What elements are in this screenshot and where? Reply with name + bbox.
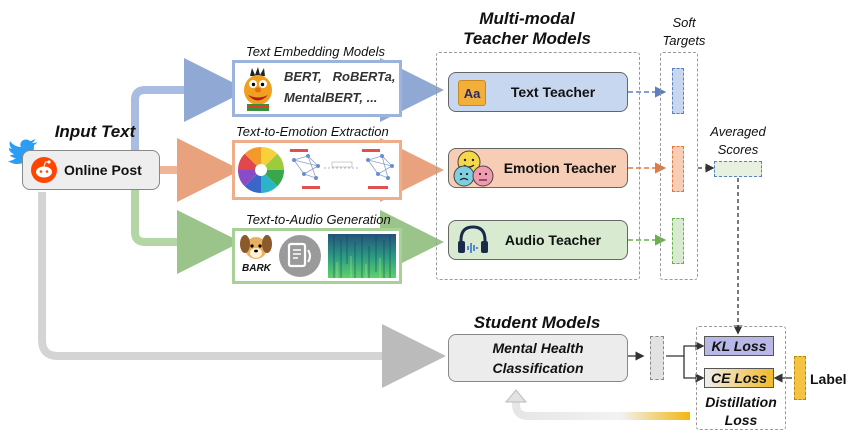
input-text-title: Input Text bbox=[54, 122, 136, 141]
loss-group-box bbox=[696, 326, 786, 430]
headphones-icon bbox=[458, 225, 488, 253]
emotion-teacher-box: Emotion Teacher bbox=[448, 148, 628, 188]
teacher-header-line1: Multi-modal bbox=[479, 9, 575, 28]
text-embedding-models-line1: BERT, RoBERTa, bbox=[284, 69, 396, 84]
text-embedding-title: Text Embedding Models bbox=[246, 44, 385, 59]
online-post-box bbox=[22, 150, 160, 190]
emotion-wheel-icon bbox=[237, 146, 285, 194]
font-icon: Aa bbox=[458, 80, 486, 106]
audio-generation-title: Text-to-Audio Generation bbox=[246, 212, 391, 227]
student-line1: Mental Health bbox=[492, 340, 584, 356]
soft-target-audio bbox=[672, 218, 684, 264]
emotion-teacher-label: Emotion Teacher bbox=[503, 160, 617, 176]
distillation-line1: Distillation bbox=[705, 394, 777, 410]
averaged-line1: Averaged bbox=[710, 124, 766, 139]
green-branch bbox=[131, 190, 241, 274]
distillation-line2: Loss bbox=[724, 412, 758, 428]
emotion-graph-icon bbox=[290, 149, 394, 189]
bark-label: BARK bbox=[242, 263, 271, 274]
dog-icon bbox=[240, 235, 272, 259]
teacher-group-box bbox=[436, 52, 640, 280]
faces-icon bbox=[453, 150, 494, 187]
soft-target-emotion bbox=[672, 146, 684, 192]
student-header: Student Models bbox=[473, 313, 601, 332]
kl-loss-box: KL Loss bbox=[704, 336, 774, 356]
text-teacher-label: Text Teacher bbox=[510, 84, 596, 100]
emotion-extraction-title: Text-to-Emotion Extraction bbox=[236, 124, 389, 139]
blue-branch bbox=[131, 86, 218, 150]
audio-teacher-label: Audio Teacher bbox=[504, 232, 602, 248]
teacher-header-line2: Teacher Models bbox=[463, 29, 591, 48]
spectrogram-icon bbox=[328, 234, 396, 278]
muppet-icon bbox=[244, 67, 272, 111]
text-embedding-models-line2: MentalBERT, ... bbox=[284, 90, 378, 105]
averaged-line2: Scores bbox=[717, 142, 759, 157]
speech-icon bbox=[279, 235, 321, 277]
soft-target-text bbox=[672, 68, 684, 114]
label-text: Label bbox=[810, 371, 847, 387]
ce-loss-box: CE Loss bbox=[704, 368, 774, 388]
student-line2: Classification bbox=[492, 360, 584, 376]
label-bar bbox=[794, 356, 806, 400]
soft-targets-line2: Targets bbox=[662, 33, 706, 48]
student-model-box bbox=[448, 334, 628, 382]
student-output-bar bbox=[650, 336, 664, 380]
audio-teacher-box: Audio Teacher bbox=[448, 220, 628, 260]
averaged-scores-box bbox=[714, 161, 762, 177]
soft-targets-line1: Soft bbox=[672, 15, 696, 30]
online-post-label: Online Post bbox=[64, 162, 142, 178]
forum-icon bbox=[31, 157, 57, 183]
gray-branch bbox=[38, 192, 446, 388]
soft-targets-group bbox=[660, 52, 698, 280]
